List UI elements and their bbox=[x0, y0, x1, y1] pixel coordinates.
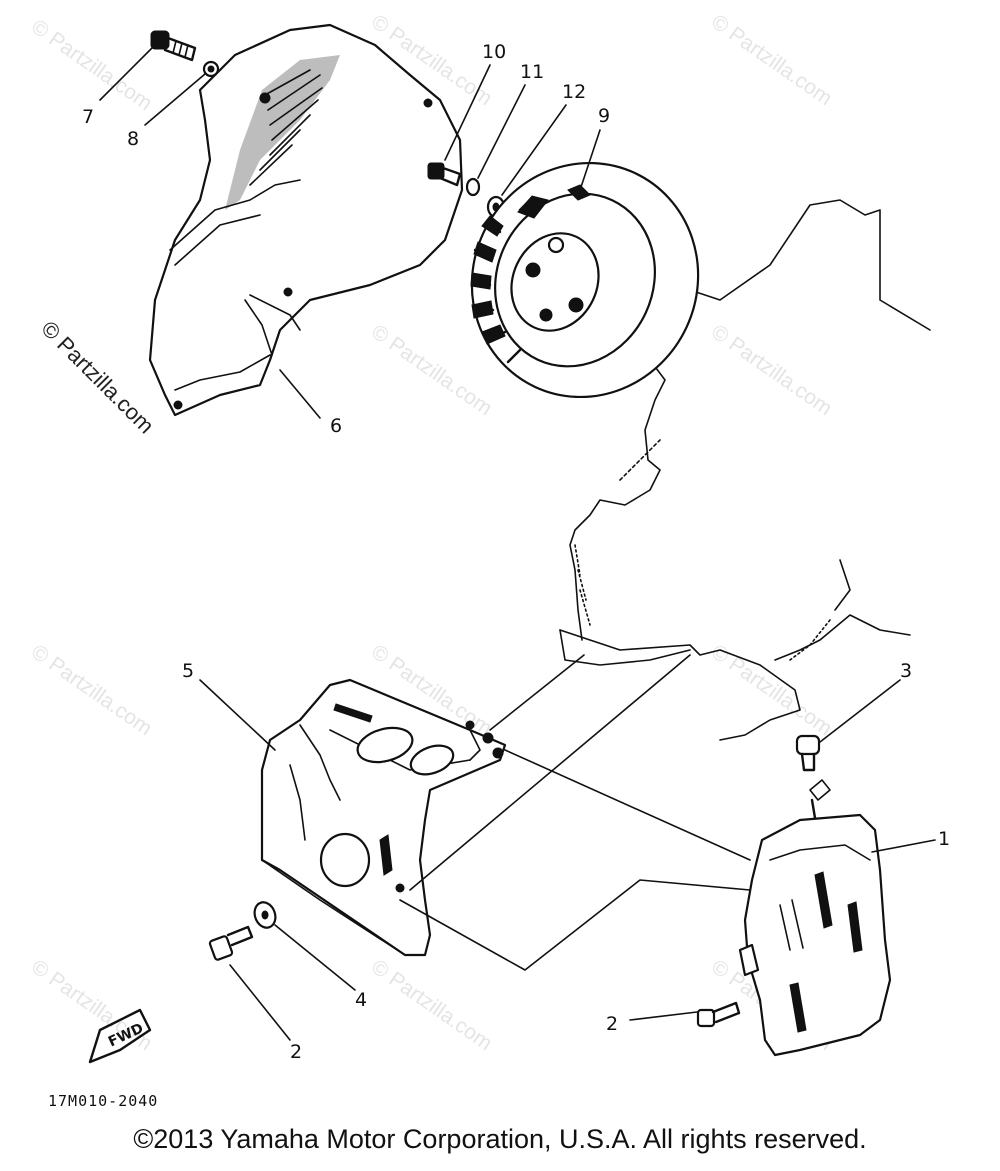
callout-5: 5 bbox=[182, 660, 194, 682]
watermark-text: © Partzilla.com bbox=[27, 15, 156, 115]
watermark-text: © Partzilla.com bbox=[367, 320, 496, 420]
bolt-part-7 bbox=[150, 30, 197, 62]
callout-6: 6 bbox=[330, 415, 342, 437]
exploded-parts-diagram: © Partzilla.com © Partzilla.com © Partzi… bbox=[27, 10, 950, 1110]
watermark-text: © Partzilla.com bbox=[707, 10, 836, 110]
copyright-notice: ©2013 Yamaha Motor Corporation, U.S.A. A… bbox=[133, 1124, 867, 1154]
callout-2-right: 2 bbox=[606, 1013, 618, 1035]
fan-shroud-cover bbox=[148, 23, 464, 417]
callout-labels: 7 8 6 10 11 12 9 5 3 1 2 2 4 bbox=[82, 41, 950, 1063]
engine-block-outline bbox=[559, 199, 931, 741]
callout-4: 4 bbox=[355, 989, 367, 1011]
bolt-part-10 bbox=[427, 162, 462, 187]
leader-lines bbox=[99, 44, 936, 1041]
tank-part-1 bbox=[738, 779, 892, 1057]
diagram-part-code: 17M010-2040 bbox=[48, 1092, 158, 1110]
callout-7: 7 bbox=[82, 106, 94, 128]
watermark-text: © Partzilla.com bbox=[27, 955, 156, 1055]
side-watermark: © Partzilla.com bbox=[36, 316, 159, 439]
washer-part-11 bbox=[465, 177, 481, 197]
bolt-part-2-right bbox=[696, 1001, 741, 1028]
watermark-text: © Partzilla.com bbox=[707, 640, 836, 740]
callout-3: 3 bbox=[900, 660, 912, 682]
bolt-part-2-left bbox=[208, 925, 254, 961]
callout-11: 11 bbox=[520, 61, 544, 83]
assembly-guide-lines bbox=[399, 654, 751, 971]
callout-10: 10 bbox=[482, 41, 506, 63]
washer-part-8 bbox=[202, 60, 220, 78]
flywheel-fan-part-9 bbox=[470, 161, 700, 399]
watermark-text: © Partzilla.com bbox=[367, 955, 496, 1055]
callout-2-left: 2 bbox=[290, 1041, 302, 1063]
callout-1: 1 bbox=[938, 828, 950, 850]
watermark-text: © Partzilla.com bbox=[27, 640, 156, 740]
watermark-text: © Partzilla.com bbox=[707, 320, 836, 420]
callout-9: 9 bbox=[598, 105, 610, 127]
callout-8: 8 bbox=[127, 128, 139, 150]
washer-part-4 bbox=[253, 901, 277, 929]
bracket-part-5 bbox=[260, 678, 507, 957]
callout-12: 12 bbox=[562, 81, 586, 103]
bolt-part-3 bbox=[795, 734, 821, 772]
